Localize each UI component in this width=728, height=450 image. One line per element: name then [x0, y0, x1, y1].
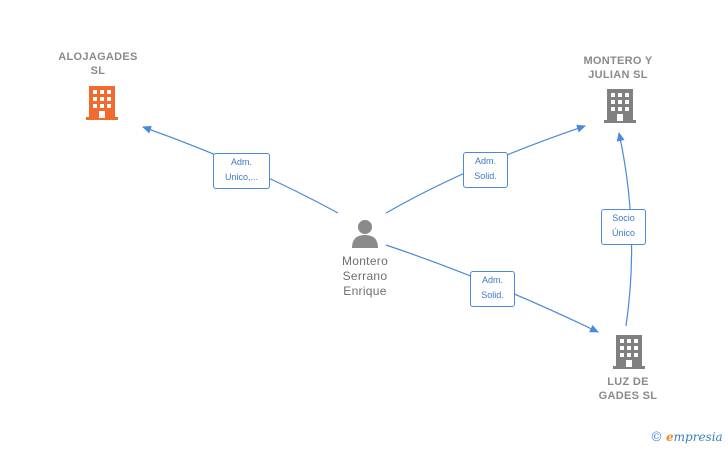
building-icon[interactable] — [604, 89, 636, 123]
edge-label-to-alojagades[interactable]: Adm. Unico,... — [213, 153, 270, 189]
node-label-line1: MONTERO Y — [583, 55, 653, 67]
brand-watermark: ©empresia — [650, 430, 723, 445]
node-label-line3: Enrique — [343, 284, 387, 298]
edge-label-luz-to-montero[interactable]: Socio Único — [601, 209, 646, 245]
person-icon[interactable] — [350, 218, 380, 248]
edge-label-to-montero-julian[interactable]: Adm. Solid. — [463, 152, 508, 188]
edge-label-line2: Solid. — [474, 171, 497, 181]
edge-label-line2: Unico,... — [224, 172, 258, 182]
node-label-line2: JULIAN SL — [588, 69, 648, 81]
node-label-line2: Serrano — [342, 269, 388, 283]
node-label-line1: LUZ DE — [607, 376, 649, 388]
edge-label-line1: Adm. — [481, 275, 503, 285]
node-label-alojagades[interactable]: ALOJAGADES SL — [48, 50, 148, 78]
edge-label-line2: Solid. — [481, 290, 504, 300]
node-label-line2: SL — [90, 65, 106, 77]
building-icon[interactable] — [613, 335, 645, 369]
brand-e: e — [666, 430, 674, 444]
brand-name: mpresia — [673, 430, 723, 444]
edge-label-line2: Único — [611, 228, 635, 238]
edge-label-to-luz-gades[interactable]: Adm. Solid. — [470, 271, 515, 307]
copyright-icon: © — [650, 430, 663, 445]
node-label-line1: ALOJAGADES — [58, 51, 138, 63]
building-icon[interactable] — [86, 86, 118, 120]
node-label-person[interactable]: Montero Serrano Enrique — [315, 254, 415, 299]
node-label-line2: GADES SL — [598, 390, 658, 402]
edge-label-line1: Adm. — [230, 157, 252, 167]
node-label-luz-gades[interactable]: LUZ DE GADES SL — [578, 375, 678, 403]
edge-label-line1: Adm. — [474, 156, 496, 166]
node-label-montero-julian[interactable]: MONTERO Y JULIAN SL — [568, 54, 668, 82]
node-label-line1: Montero — [341, 254, 389, 268]
edge-label-line1: Socio — [612, 213, 635, 223]
